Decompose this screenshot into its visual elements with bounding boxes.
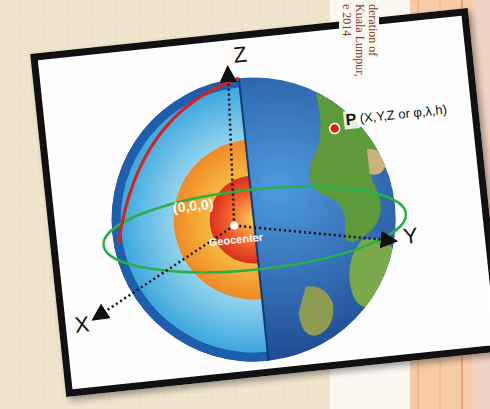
axis-label: Z xyxy=(232,41,248,68)
earth-illustration xyxy=(41,19,490,386)
point-coordinates: (X,Y,Z or φ,λ,h) xyxy=(357,103,450,127)
background-slide-text: e 2014 xyxy=(339,2,353,38)
picture-frame: ZYX(0,0,0)GeocenterP(X,Y,Z or φ,λ,h) xyxy=(30,8,490,397)
background-slide-text: deration of xyxy=(365,2,379,58)
picture-area: ZYX(0,0,0)GeocenterP(X,Y,Z or φ,λ,h) xyxy=(41,19,490,386)
background-slide-text: Kuala Lumpur, xyxy=(352,2,366,79)
axis-label: X xyxy=(73,311,90,338)
axis-label: Y xyxy=(402,222,419,249)
